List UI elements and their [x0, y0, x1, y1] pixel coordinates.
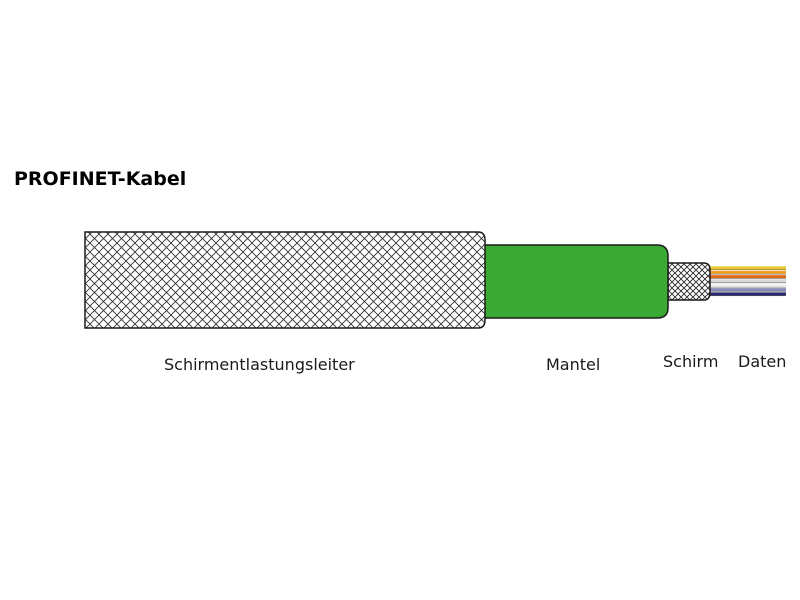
drain-wire-braid — [84, 231, 486, 329]
shield-label: Schirm — [663, 352, 719, 371]
jacket — [481, 244, 669, 319]
jacket-label: Mantel — [546, 355, 601, 374]
drain-wire-label: Schirmentlastungsleiter — [164, 355, 355, 374]
shield-braid — [667, 262, 711, 301]
diagram-title: PROFINET-Kabel — [14, 168, 187, 190]
data-wires — [705, 266, 786, 297]
data-label: Daten — [738, 352, 787, 371]
